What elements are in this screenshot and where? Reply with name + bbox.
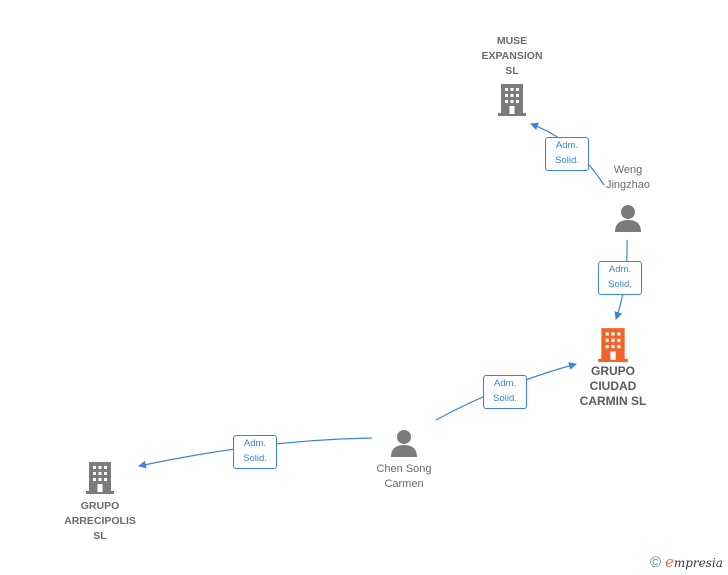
relation-role: Adm. bbox=[555, 140, 579, 151]
relation-label-weng-muse[interactable]: Adm. Solid. bbox=[545, 137, 589, 171]
relation-role: Adm. bbox=[608, 264, 632, 275]
relation-type: Solid. bbox=[555, 155, 579, 166]
node-grupo-ciudad-carmin[interactable]: GRUPO CIUDAD CARMIN SL bbox=[560, 326, 666, 409]
relation-label-weng-ciudad[interactable]: Adm. Solid. bbox=[598, 261, 642, 295]
copyright-symbol: © bbox=[650, 554, 662, 571]
node-label: GRUPO CIUDAD CARMIN SL bbox=[579, 364, 647, 408]
relation-type: Solid. bbox=[243, 453, 267, 464]
relation-role: Adm. bbox=[493, 378, 517, 389]
relation-label-chen-arrecipolis[interactable]: Adm. Solid. bbox=[233, 435, 277, 469]
relation-role: Adm. bbox=[243, 438, 267, 449]
node-weng-jingzhao[interactable]: Weng Jingzhao bbox=[588, 163, 668, 233]
node-label: GRUPO ARRECIPOLIS SL bbox=[64, 500, 136, 542]
person-icon bbox=[615, 205, 641, 232]
building-icon bbox=[86, 462, 114, 494]
node-label: MUSE EXPANSION SL bbox=[481, 35, 543, 77]
node-label: Chen Song Carmen bbox=[376, 463, 432, 490]
person-icon bbox=[391, 430, 417, 457]
building-icon bbox=[498, 84, 526, 116]
building-icon bbox=[598, 328, 628, 362]
relation-label-chen-ciudad[interactable]: Adm. Solid. bbox=[483, 375, 527, 409]
node-label: Weng Jingzhao bbox=[605, 164, 651, 191]
empresia-logo: empresia bbox=[664, 553, 723, 571]
relation-type: Solid. bbox=[608, 279, 632, 290]
node-grupo-arrecipolis[interactable]: GRUPO ARRECIPOLIS SL bbox=[50, 460, 150, 544]
node-chen-song-carmen[interactable]: Chen Song Carmen bbox=[356, 428, 452, 492]
footer-brand: © empresia bbox=[650, 553, 723, 573]
node-muse-expansion[interactable]: MUSE EXPANSION SL bbox=[462, 34, 562, 116]
relation-type: Solid. bbox=[493, 393, 517, 404]
logo-initial: e bbox=[664, 553, 674, 571]
logo-text: mpresia bbox=[673, 556, 723, 570]
